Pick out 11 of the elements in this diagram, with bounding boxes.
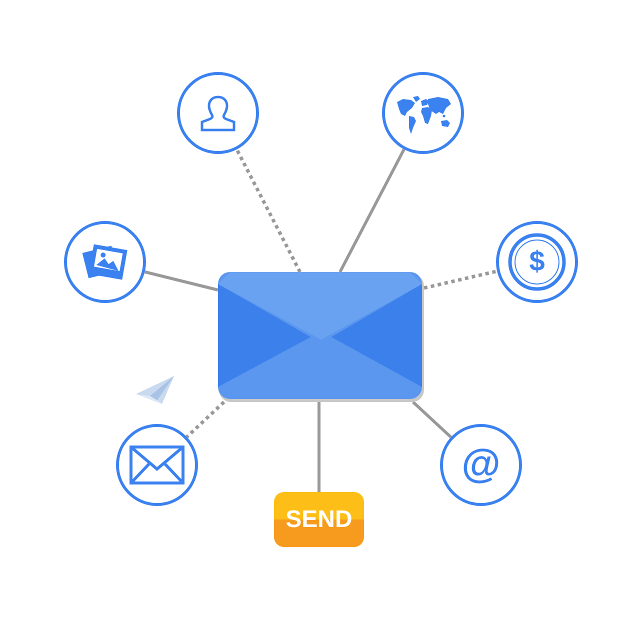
dollar-sign: $ xyxy=(529,247,545,276)
connector-line xyxy=(186,400,226,438)
send-button: SEND xyxy=(274,492,364,547)
connector-line xyxy=(412,400,452,438)
connector-line xyxy=(338,148,406,273)
connector-line xyxy=(424,269,498,290)
at-sign: @ xyxy=(462,444,500,484)
connector-line xyxy=(318,402,320,492)
connector-line xyxy=(144,270,218,292)
envelope-drawing xyxy=(218,272,424,402)
connector-line xyxy=(235,148,302,273)
